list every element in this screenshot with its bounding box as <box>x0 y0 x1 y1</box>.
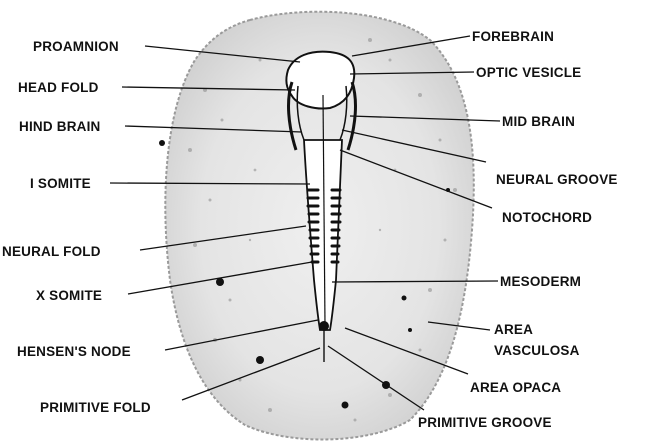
label-mid-brain: MID BRAIN <box>502 114 575 129</box>
label-mesoderm: MESODERM <box>500 274 581 289</box>
label-notochord: NOTOCHORD <box>502 210 592 225</box>
label-proamnion: PROAMNION <box>33 39 119 54</box>
label-neural-fold: NEURAL FOLD <box>2 244 101 259</box>
label-forebrain: FOREBRAIN <box>472 29 554 44</box>
label-hensens-node: HENSEN'S NODE <box>17 344 131 359</box>
label-area-vasculosa-line1: AREA <box>494 322 533 337</box>
label-head-fold: HEAD FOLD <box>18 80 99 95</box>
label-hind-brain: HIND BRAIN <box>19 119 101 134</box>
label-primitive-groove: PRIMITIVE GROOVE <box>418 415 552 430</box>
label-primitive-fold: PRIMITIVE FOLD <box>40 400 151 415</box>
label-optic-vesicle: OPTIC VESICLE <box>476 65 581 80</box>
label-x-somite: X SOMITE <box>36 288 102 303</box>
hensens-node-shape <box>319 321 329 331</box>
label-area-opaca: AREA OPACA <box>470 380 561 395</box>
label-neural-groove: NEURAL GROOVE <box>496 172 618 187</box>
label-i-somite: I SOMITE <box>30 176 91 191</box>
label-area-vasculosa-line2: VASCULOSA <box>494 343 580 358</box>
